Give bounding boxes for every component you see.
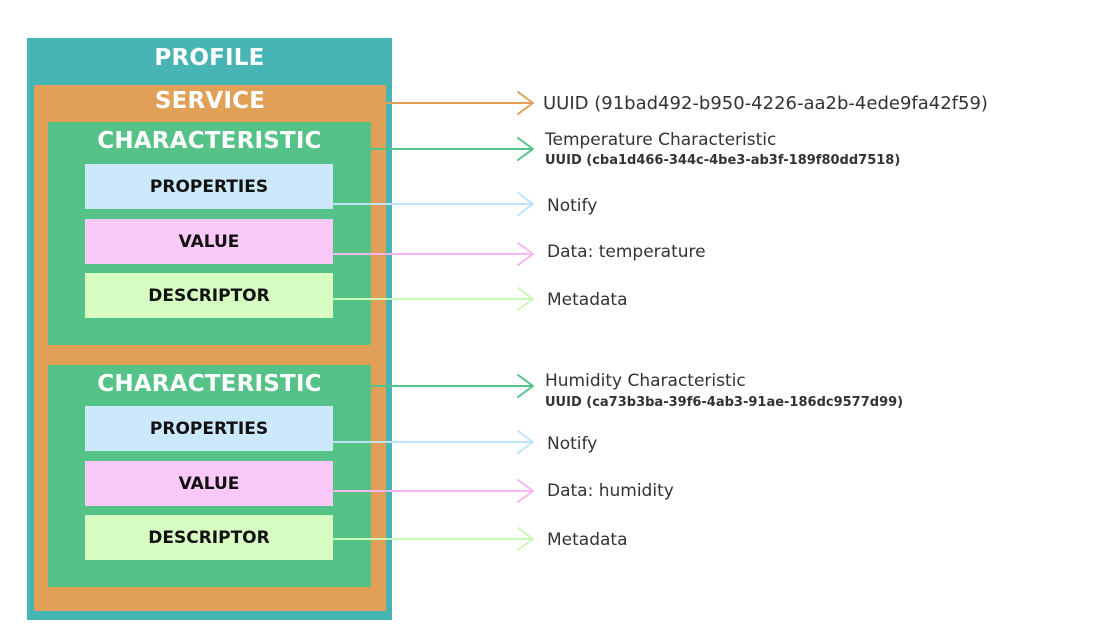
descriptor-annotation-humidity: Metadata xyxy=(547,530,628,550)
arrow-characteristic-temperature xyxy=(370,137,534,161)
properties-box-humidity: PROPERTIES xyxy=(85,406,333,451)
value-box-temperature: VALUE xyxy=(85,219,333,264)
arrow-descriptor-temperature xyxy=(332,287,534,311)
properties-box-temperature: PROPERTIES xyxy=(85,164,333,209)
profile-title: PROFILE xyxy=(154,45,265,71)
characteristic-title-temperature: CHARACTERISTIC xyxy=(97,128,322,154)
service-title: SERVICE xyxy=(154,88,266,114)
properties-annotation-humidity: Notify xyxy=(547,434,598,454)
characteristic-name-humidity: Humidity Characteristic xyxy=(545,371,746,391)
value-box-humidity: VALUE xyxy=(85,461,333,506)
characteristic-uuid-temperature: UUID (cba1d466-344c-4be3-ab3f-189f80dd75… xyxy=(545,153,901,168)
arrow-value-temperature xyxy=(332,242,534,266)
arrow-properties-humidity xyxy=(332,430,534,454)
properties-annotation-temperature: Notify xyxy=(547,196,598,216)
arrow-descriptor-humidity xyxy=(332,527,534,551)
descriptor-annotation-temperature: Metadata xyxy=(547,290,628,310)
value-annotation-humidity: Data: humidity xyxy=(547,481,674,501)
arrow-service-uuid xyxy=(385,91,534,115)
service-uuid-label: UUID (91bad492-b950-4226-aa2b-4ede9fa42f… xyxy=(543,93,988,114)
characteristic-title-humidity: CHARACTERISTIC xyxy=(97,371,322,397)
arrow-characteristic-humidity xyxy=(370,374,534,398)
arrow-properties-temperature xyxy=(332,192,534,216)
descriptor-box-temperature: DESCRIPTOR xyxy=(85,273,333,318)
characteristic-name-temperature: Temperature Characteristic xyxy=(545,130,777,150)
characteristic-uuid-humidity: UUID (ca73b3ba-39f6-4ab3-91ae-186dc9577d… xyxy=(545,395,904,410)
value-annotation-temperature: Data: temperature xyxy=(547,242,706,262)
descriptor-box-humidity: DESCRIPTOR xyxy=(85,515,333,560)
arrow-value-humidity xyxy=(332,479,534,503)
